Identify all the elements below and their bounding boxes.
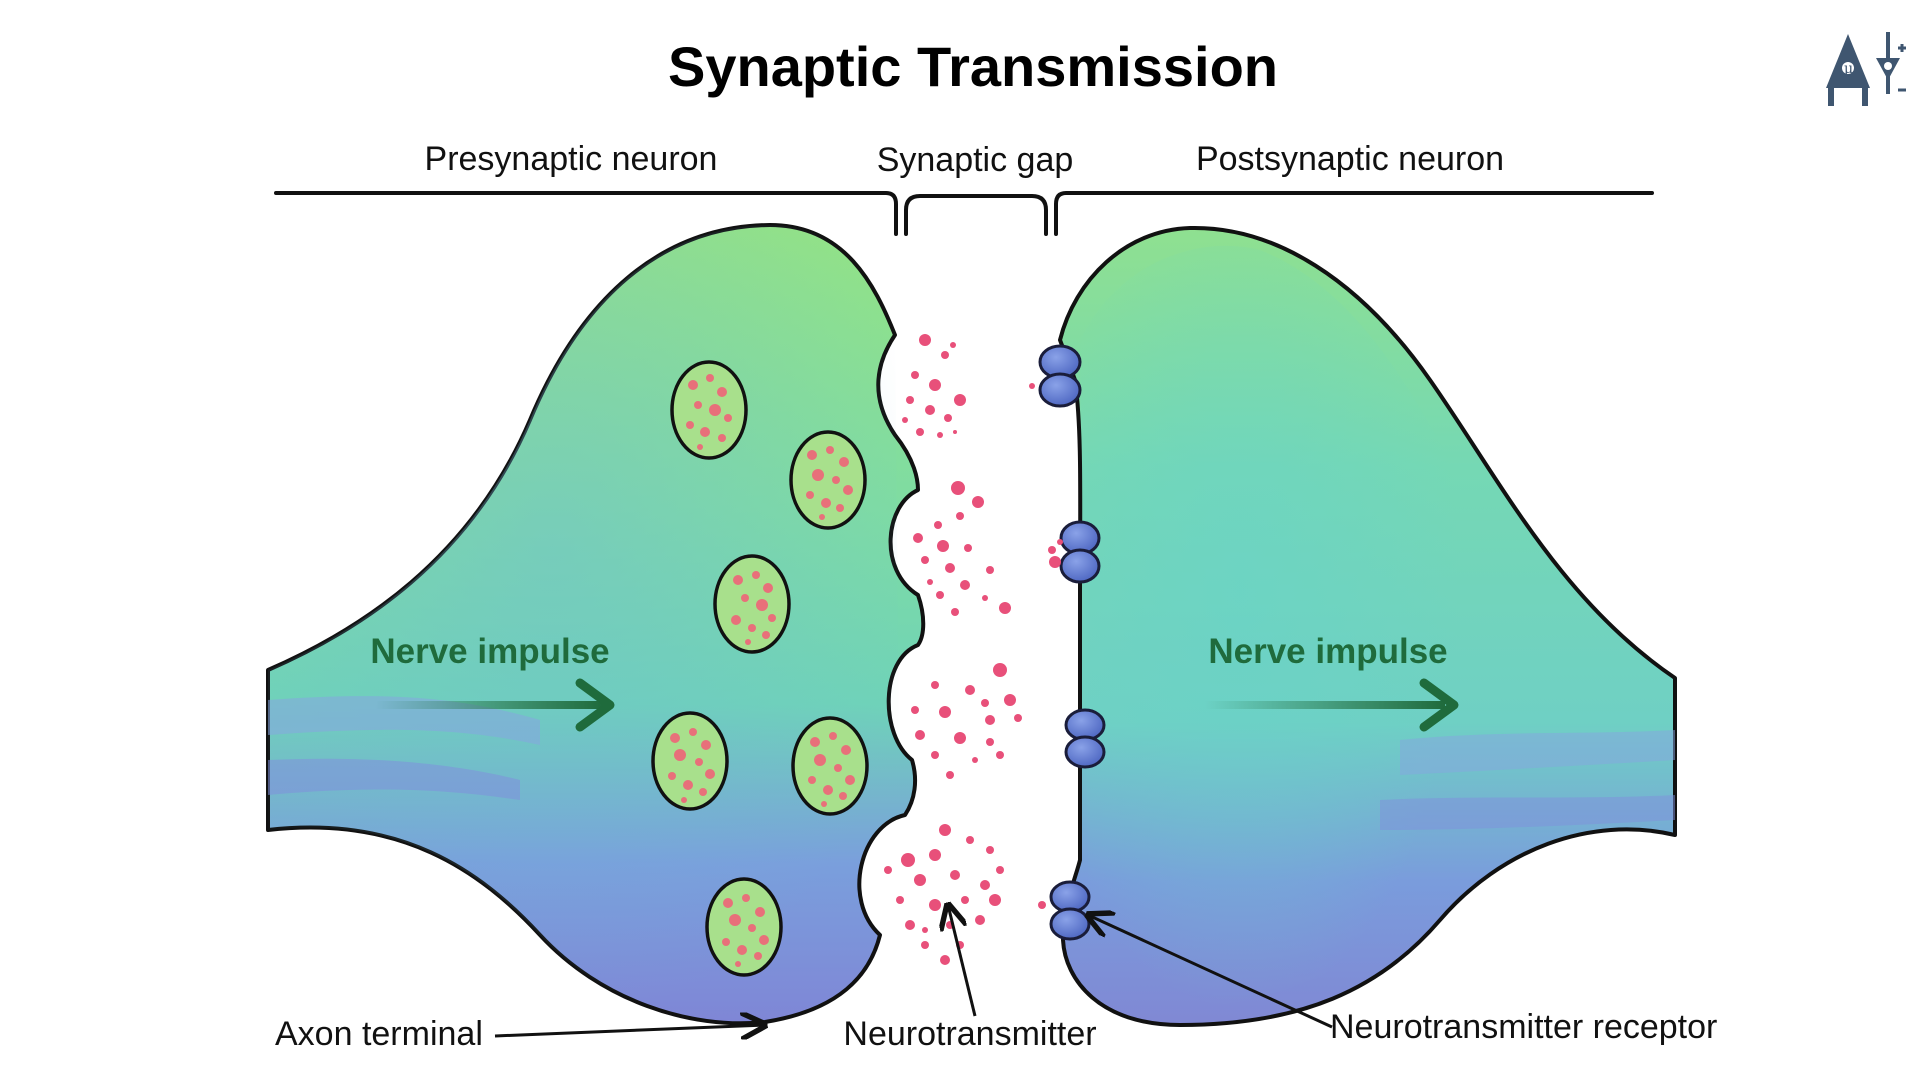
neuron-logo-icon: μ: [1826, 32, 1906, 106]
page-title: Synaptic Transmission: [668, 35, 1278, 98]
receptor: [1059, 520, 1101, 584]
synaptic-vesicle: [791, 716, 869, 816]
synaptic-vesicle: [651, 711, 729, 811]
synaptic-vesicles: [651, 360, 869, 977]
neurotransmitters: [884, 334, 1063, 965]
postsynaptic-label: Postsynaptic neuron: [1196, 140, 1504, 178]
arrow-right-icon: [1205, 678, 1459, 732]
arrow-right-icon: [375, 678, 615, 732]
postsynaptic-neuron: [1058, 225, 1677, 1027]
nerve-impulse-right-label: Nerve impulse: [1208, 632, 1447, 671]
neurotransmitter-pointer: [948, 905, 977, 1017]
receptor-label: Neurotransmitter receptor: [1330, 1008, 1717, 1046]
axon-terminal-pointer: [494, 1025, 765, 1036]
nerve-impulse-right: Nerve impulse: [1205, 632, 1459, 732]
axon-terminal-label: Axon terminal: [275, 1015, 483, 1053]
synaptic-vesicle: [713, 554, 791, 654]
presynaptic-bracket: [274, 191, 898, 236]
synaptic-vesicle: [670, 360, 748, 460]
neurotransmitter-label: Neurotransmitter: [843, 1015, 1096, 1053]
presynaptic-label: Presynaptic neuron: [425, 140, 718, 178]
receptor: [1038, 344, 1082, 408]
nerve-impulse-left: Nerve impulse: [370, 632, 615, 732]
receptor: [1064, 708, 1106, 769]
synaptic-vesicle: [705, 877, 783, 977]
nerve-impulse-left-label: Nerve impulse: [370, 632, 609, 671]
receptor-pointer: [1088, 915, 1333, 1029]
synaptic-gap-bracket: [904, 194, 1048, 236]
synaptic-gap-label: Synaptic gap: [877, 141, 1074, 179]
neurotransmitter-receptors: [1038, 344, 1106, 941]
svg-text:μ: μ: [1844, 61, 1853, 77]
presynaptic-neuron: [266, 223, 926, 1026]
postsynaptic-bracket: [1054, 191, 1654, 236]
synaptic-vesicle: [789, 430, 867, 530]
